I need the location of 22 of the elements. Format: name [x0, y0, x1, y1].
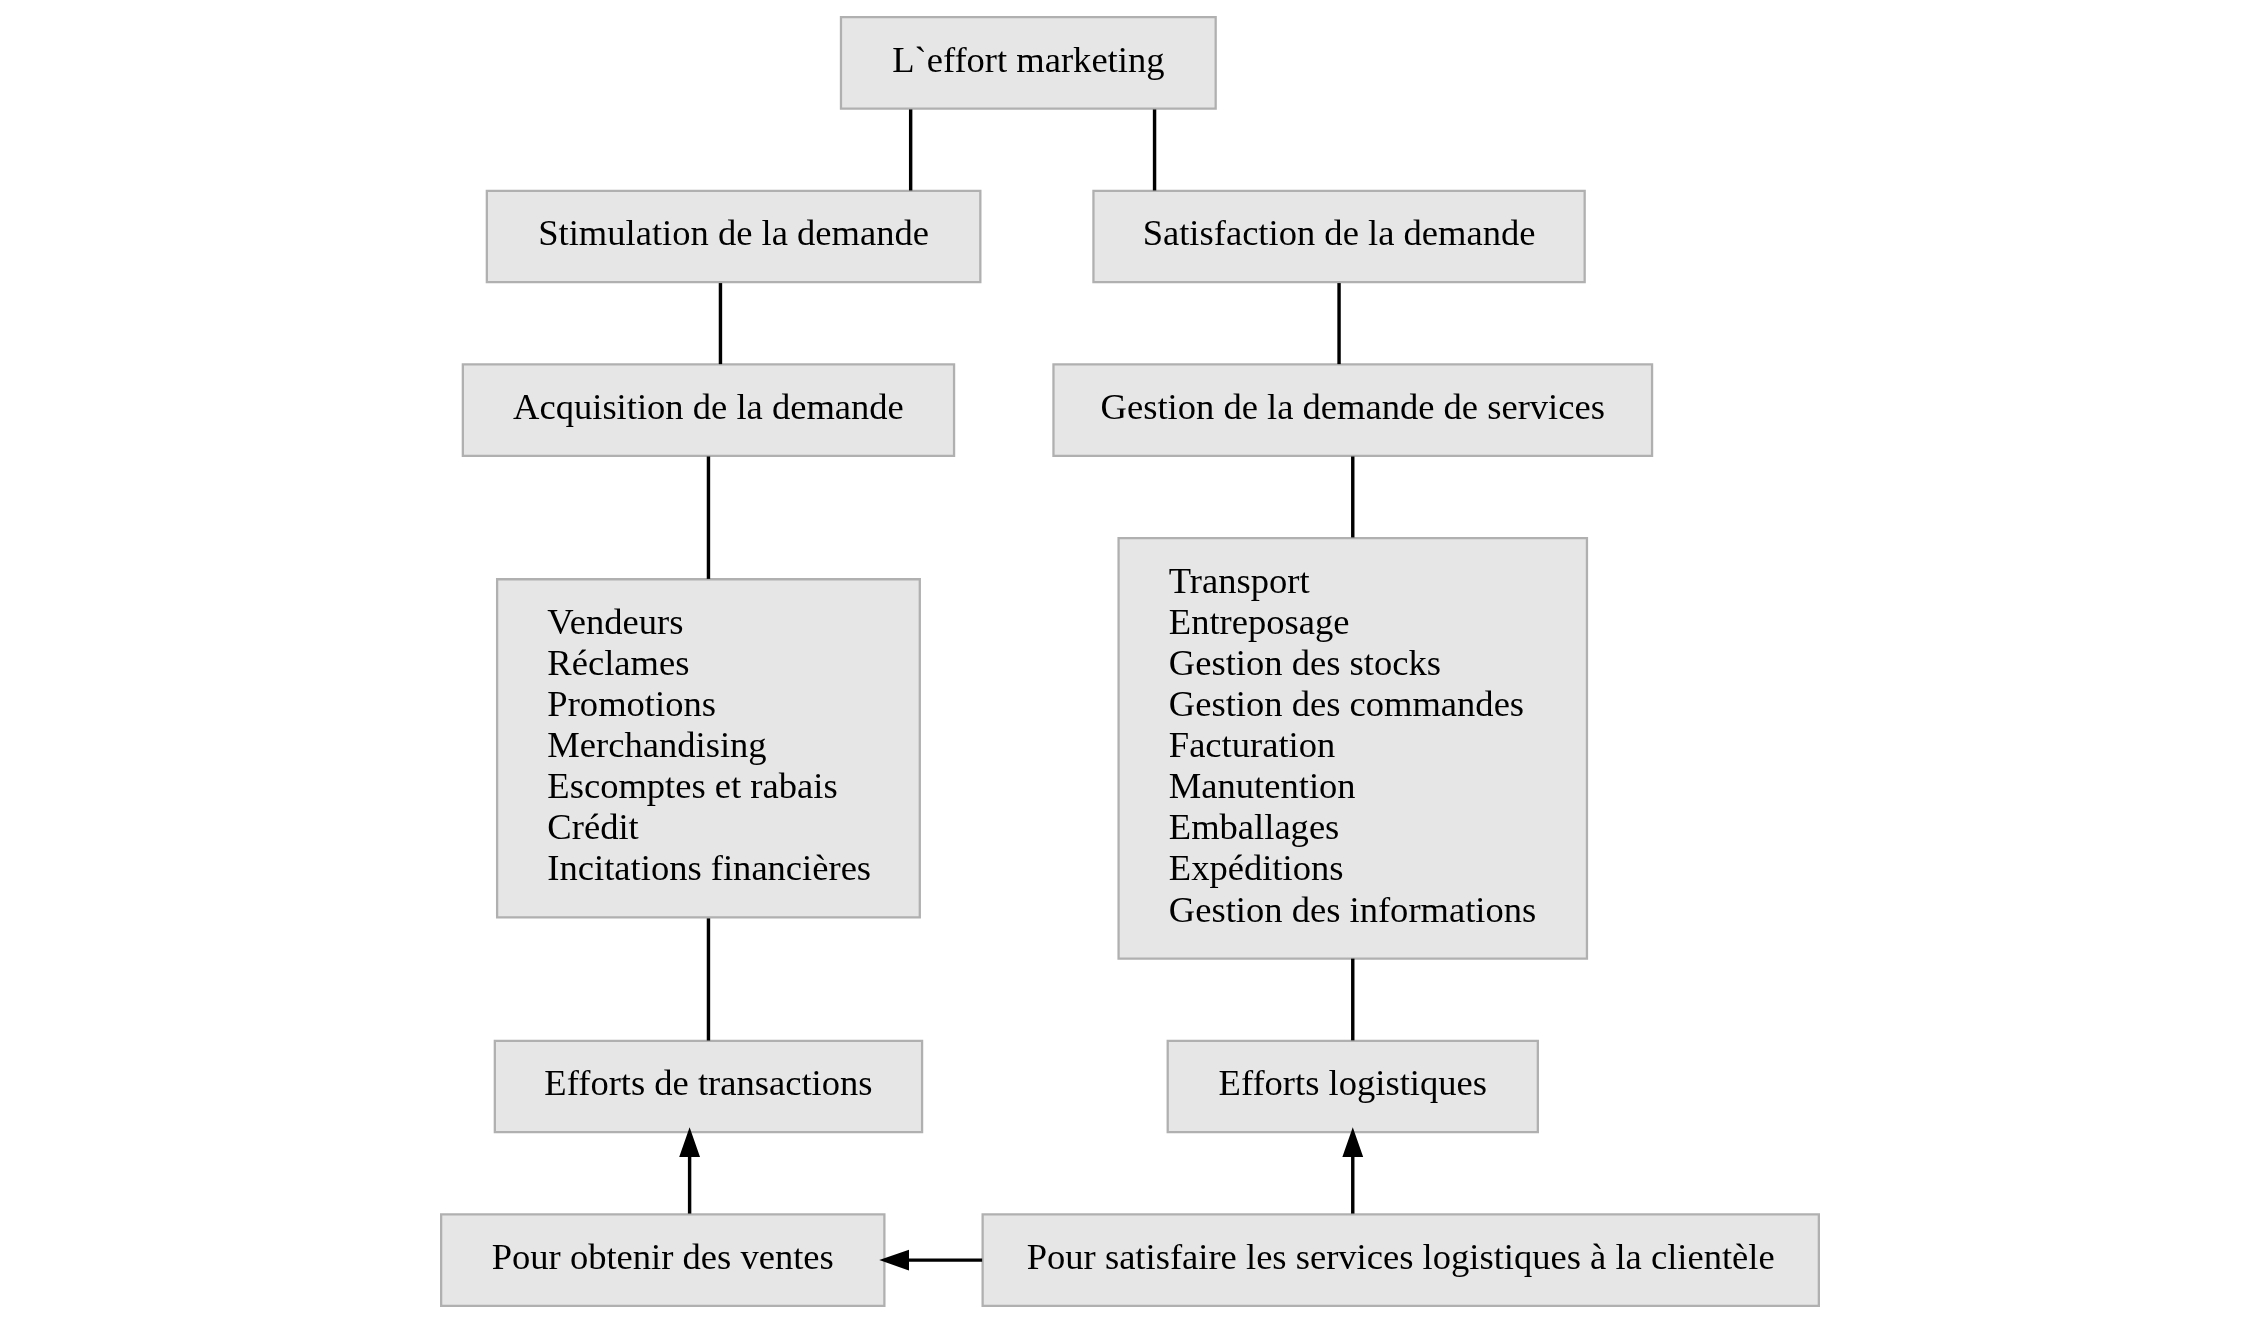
node-box: Vendeurs Réclames Promotions Merchandising Escomptes et rabais Crédit Incitations financières — [495, 578, 921, 919]
node-box: Pour obtenir des ventes — [439, 1213, 886, 1307]
arrow — [678, 1127, 700, 1214]
connector — [706, 918, 710, 1041]
connector — [1336, 283, 1341, 365]
connector — [1350, 456, 1354, 538]
node-box: Transport Entreposage Gestion des stocks Gestion des commandes Facturation Manutention Emballages Expéditions Gestion des informations — [1116, 537, 1588, 960]
connector — [706, 456, 710, 579]
node-box: Pour satisfaire les services logistiques à la clientèle — [981, 1213, 1820, 1307]
connector — [908, 109, 912, 191]
connector — [718, 283, 722, 365]
node-box: Satisfaction de la demande — [1091, 189, 1586, 284]
node-box: Efforts logistiques — [1166, 1039, 1539, 1134]
arrow — [1341, 1127, 1363, 1214]
node-box: Efforts de transactions — [493, 1039, 923, 1134]
node-box: Stimulation de la demande — [485, 189, 981, 284]
node-box: L`effort marketing — [839, 16, 1217, 110]
arrow — [878, 1249, 982, 1271]
connector — [1152, 109, 1156, 191]
node-box: Gestion de la demande de services — [1051, 363, 1653, 457]
connector — [1350, 958, 1354, 1041]
node-box: Acquisition de la demande — [461, 363, 955, 457]
